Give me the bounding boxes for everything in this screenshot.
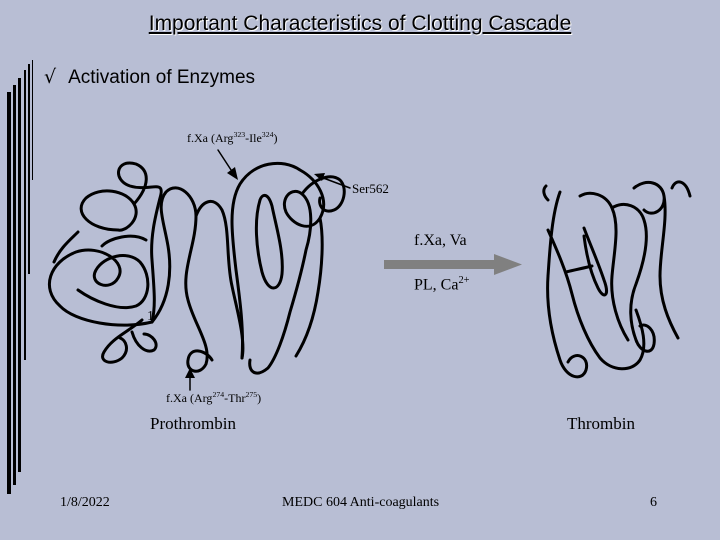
- footer-date: 1/8/2022: [60, 495, 110, 511]
- label-ser562: Ser562: [352, 181, 389, 197]
- prothrombin-mid-fold: [152, 188, 243, 371]
- label-cleavage-top: f.Xa (Arg323-Ile324): [187, 130, 278, 146]
- label-pl-calcium: PL, Ca2+: [414, 275, 470, 294]
- footer-course: MEDC 604 Anti-coagulants: [282, 495, 439, 511]
- label-one: 1: [147, 309, 154, 325]
- thrombin-fold: [544, 182, 690, 377]
- prothrombin-left-fold: [49, 163, 161, 325]
- reaction-arrow-shaft: [384, 260, 496, 269]
- label-thrombin: Thrombin: [567, 414, 635, 434]
- label-prothrombin: Prothrombin: [150, 414, 236, 434]
- reaction-arrow-head: [494, 254, 522, 275]
- label-cofactors: f.Xa, Va: [414, 232, 467, 250]
- prothrombin-right-fold: [232, 163, 344, 373]
- pointer-head-top: [227, 167, 238, 180]
- footer-page-number: 6: [650, 495, 657, 511]
- label-cleavage-bottom: f.Xa (Arg274-Thr275): [166, 390, 261, 406]
